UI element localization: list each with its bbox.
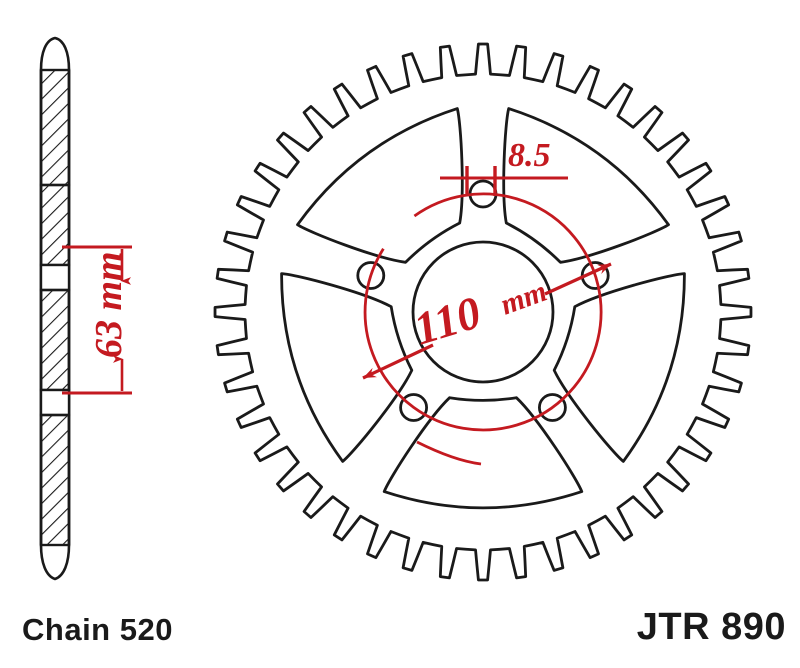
dimension-bolt-circle-110mm	[362, 262, 612, 380]
side-section-view	[39, 36, 71, 581]
front-face-view	[213, 42, 753, 582]
part-number-label: JTR 890	[636, 606, 786, 648]
dimension-thickness-63mm: 63 mm	[62, 245, 132, 395]
dimension-label-63mm: 63 mm	[88, 251, 130, 358]
dimension-label-110: 110	[408, 286, 486, 354]
leader-110-lower-left	[362, 343, 434, 380]
bolt-hole	[399, 393, 428, 422]
dimension-label-group-110mm: 110 mm	[408, 275, 551, 355]
chain-size-label: Chain 520	[22, 612, 173, 647]
dimension-label-110-unit: mm	[496, 275, 551, 322]
sprocket-teeth-outline	[213, 42, 753, 582]
leader-110-upper-right	[544, 262, 612, 296]
spoke-cutout	[502, 107, 670, 264]
pcd-arc-stub	[416, 440, 482, 466]
bolt-circle-pcd-arc	[363, 192, 603, 432]
bolt-hole	[356, 261, 386, 290]
spoke-cutout	[296, 107, 464, 264]
side-view-hatching	[39, 68, 71, 547]
bolt-hole	[538, 393, 567, 422]
spoke-cutouts	[280, 107, 686, 510]
bolt-holes	[356, 179, 610, 422]
hub-bore	[411, 240, 555, 384]
spoke-cutout	[382, 396, 584, 510]
dimension-bolt-hole-8p5: 8.5	[440, 137, 568, 196]
spoke-cutout	[552, 272, 686, 463]
spoke-cutout	[280, 272, 414, 463]
dimension-label-8p5: 8.5	[508, 137, 551, 174]
